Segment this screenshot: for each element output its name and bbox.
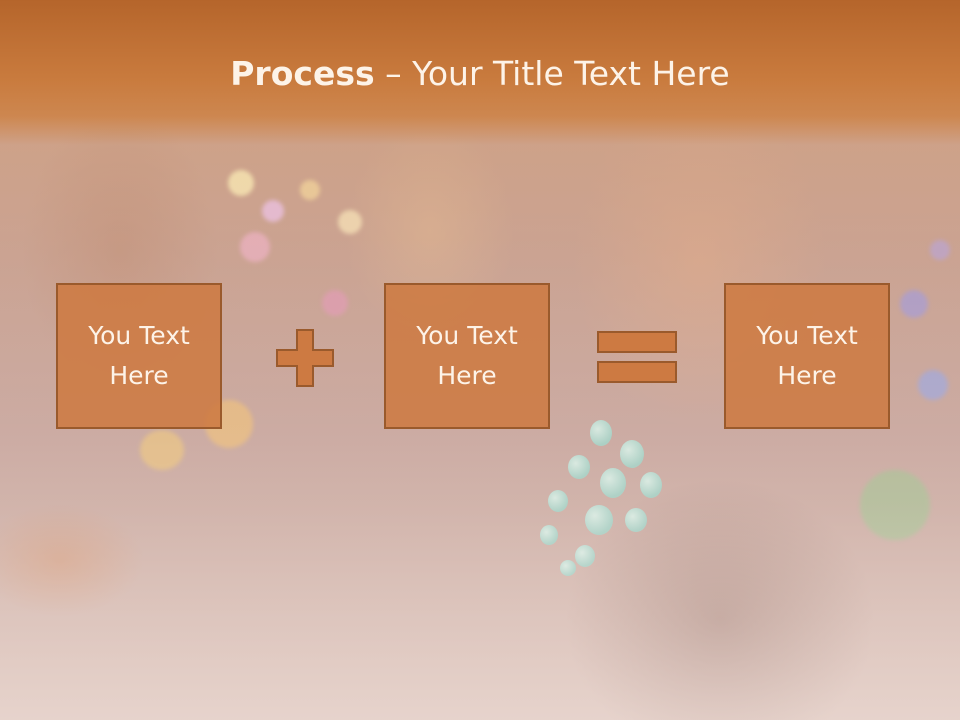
title-rest: Your Title Text Here <box>412 54 730 93</box>
process-box-label: You Text Here <box>756 321 858 390</box>
process-box-label: You Text Here <box>88 321 190 390</box>
process-box-2[interactable]: You Text Here <box>384 283 550 429</box>
equals-icon <box>597 331 677 383</box>
slide-title[interactable]: Process – Your Title Text Here <box>0 52 960 96</box>
title-band <box>0 0 960 145</box>
process-box-3[interactable]: You Text Here <box>724 283 890 429</box>
plus-icon <box>276 329 334 387</box>
process-box-label: You Text Here <box>416 321 518 390</box>
process-box-1[interactable]: You Text Here <box>56 283 222 429</box>
title-separator: – <box>374 54 413 93</box>
title-bold: Process <box>230 54 375 93</box>
